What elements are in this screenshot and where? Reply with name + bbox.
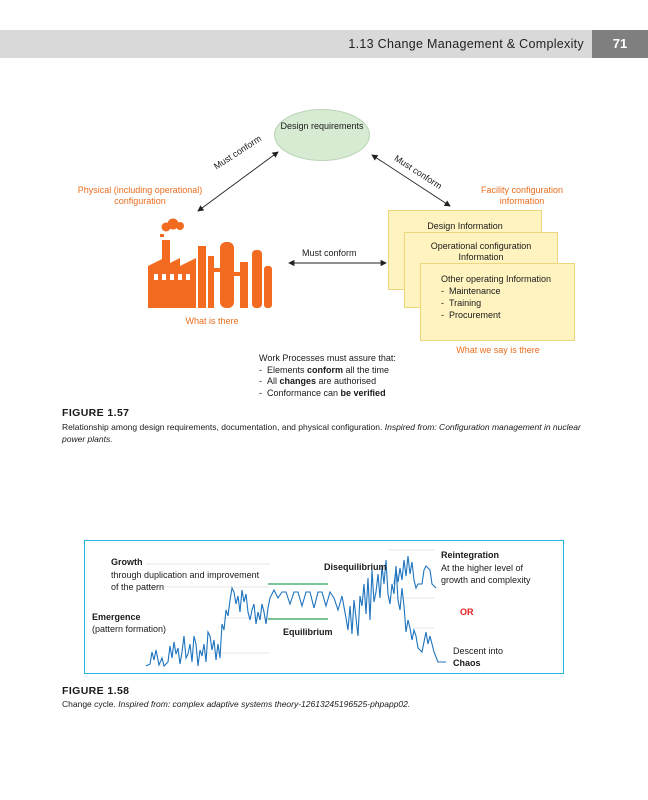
growth-description: through duplication and improvement of t… [111,570,260,592]
figure-1-58-label: FIGURE 1.58 [62,685,130,697]
work-processes-text: Work Processes must assure that: - Eleme… [259,353,396,399]
figure-1-57-caption: Relationship among design requirements, … [62,422,581,444]
chaos-label: Chaos [453,658,481,668]
change-cycle-graph [145,549,446,668]
arrow-right [371,154,451,207]
change-cycle-line [145,559,446,668]
list-item: - Conformance can be verified [259,387,386,398]
emergence-label: Emergence [92,612,141,622]
section-title: 1.13 Change Management & Complexity [348,37,584,51]
header-bar [0,30,592,58]
emergence-description: (pattern formation) [92,624,167,634]
work-processes-intro: Work Processes must assure that: [259,353,396,363]
design-information-label: Design Information [427,221,503,231]
other-operating-information-card: Other operating Information - Maintenanc… [420,263,575,341]
figure-1-58-caption: Change cycle. Inspired from: complex ada… [62,699,411,709]
growth-label: Growth [111,557,143,567]
equilibrium-label: Equilibrium [283,627,333,637]
reintegration-label: Reintegration [441,550,500,560]
list-item: - Procurement [441,310,501,320]
other-operating-title: Other operating Information [441,274,552,284]
reintegration-description: At the higher level of growth and comple… [441,563,531,585]
reintegration-branch-line [393,555,437,590]
disequilibrium-label: Disequilibrium [324,562,387,572]
arrow-left [197,151,279,212]
design-requirements-ellipse [274,109,370,161]
page-header: 1.13 Change Management & Complexity 71 [0,30,648,58]
list-item: - Training [441,298,482,308]
physical-configuration-label: Physical (including operational) configu… [77,185,203,206]
operational-configuration-label: Operational configuration Information [430,241,532,262]
list-item: - Elements conform all the time [259,364,390,375]
figure-1-57-arrows [197,151,451,267]
page-number: 71 [592,30,648,58]
list-item: - Maintenance [441,286,501,296]
facility-configuration-label: Facility configuration information [480,185,564,206]
figure-1-57-label: FIGURE 1.57 [62,407,130,419]
list-item: - All changes are authorised [259,376,377,386]
descent-label: Descent into [453,646,504,656]
design-requirements-label: Design requirements [280,121,364,131]
what-is-there-label: What is there [185,316,239,326]
factory-icon [148,218,272,308]
must-conform-middle: Must conform [302,248,357,258]
or-label: OR [460,607,474,617]
change-cycle-diagram [84,540,564,674]
what-we-say-label: What we say is there [456,345,540,355]
